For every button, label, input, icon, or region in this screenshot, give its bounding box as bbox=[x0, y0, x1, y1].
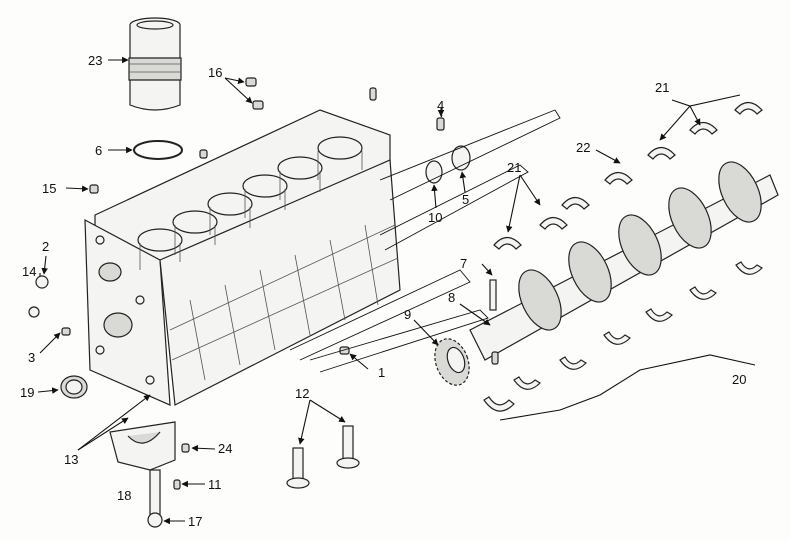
callout-1: 1 bbox=[378, 365, 385, 380]
callout-18: 18 bbox=[117, 488, 131, 503]
callout-17: 17 bbox=[188, 514, 202, 529]
crankshaft-gear bbox=[434, 338, 470, 386]
cup-plugs bbox=[245, 77, 264, 110]
callout-15: 15 bbox=[42, 181, 56, 196]
callout-23: 23 bbox=[88, 53, 102, 68]
callout-5: 5 bbox=[462, 192, 469, 207]
callout-2: 2 bbox=[42, 239, 49, 254]
callout-10: 10 bbox=[428, 210, 442, 225]
callout-11: 11 bbox=[208, 477, 222, 492]
main-bearing-cap-assembly bbox=[109, 421, 190, 528]
left-small-parts bbox=[28, 87, 377, 336]
callout-3: 3 bbox=[28, 350, 35, 365]
callout-19: 19 bbox=[20, 385, 34, 400]
callout-7: 7 bbox=[460, 256, 467, 271]
o-ring bbox=[133, 140, 183, 160]
callout-9: 9 bbox=[404, 307, 411, 322]
callout-8: 8 bbox=[448, 290, 455, 305]
callout-14: 14 bbox=[22, 264, 36, 279]
crankshaft bbox=[469, 161, 779, 365]
cover-plugs bbox=[425, 117, 471, 184]
engine-block bbox=[84, 109, 401, 406]
cylinder-liner bbox=[128, 17, 182, 111]
bolts bbox=[286, 425, 360, 489]
callout-13: 13 bbox=[64, 452, 78, 467]
leader-lines bbox=[37, 56, 756, 525]
callout-12: 12 bbox=[295, 386, 309, 401]
callout-labels: 1 2 3 4 5 6 7 8 9 10 11 12 13 14 15 16 1… bbox=[20, 53, 746, 529]
callout-20: 20 bbox=[732, 372, 746, 387]
callout-21-lower: 21 bbox=[507, 160, 521, 175]
callout-6: 6 bbox=[95, 143, 102, 158]
callout-24: 24 bbox=[218, 441, 232, 456]
callout-22: 22 bbox=[576, 140, 590, 155]
callout-21-upper: 21 bbox=[655, 80, 669, 95]
expansion-plug bbox=[60, 375, 88, 399]
callout-4: 4 bbox=[437, 98, 444, 113]
callout-16: 16 bbox=[208, 65, 222, 80]
bearing-shells bbox=[483, 101, 763, 412]
